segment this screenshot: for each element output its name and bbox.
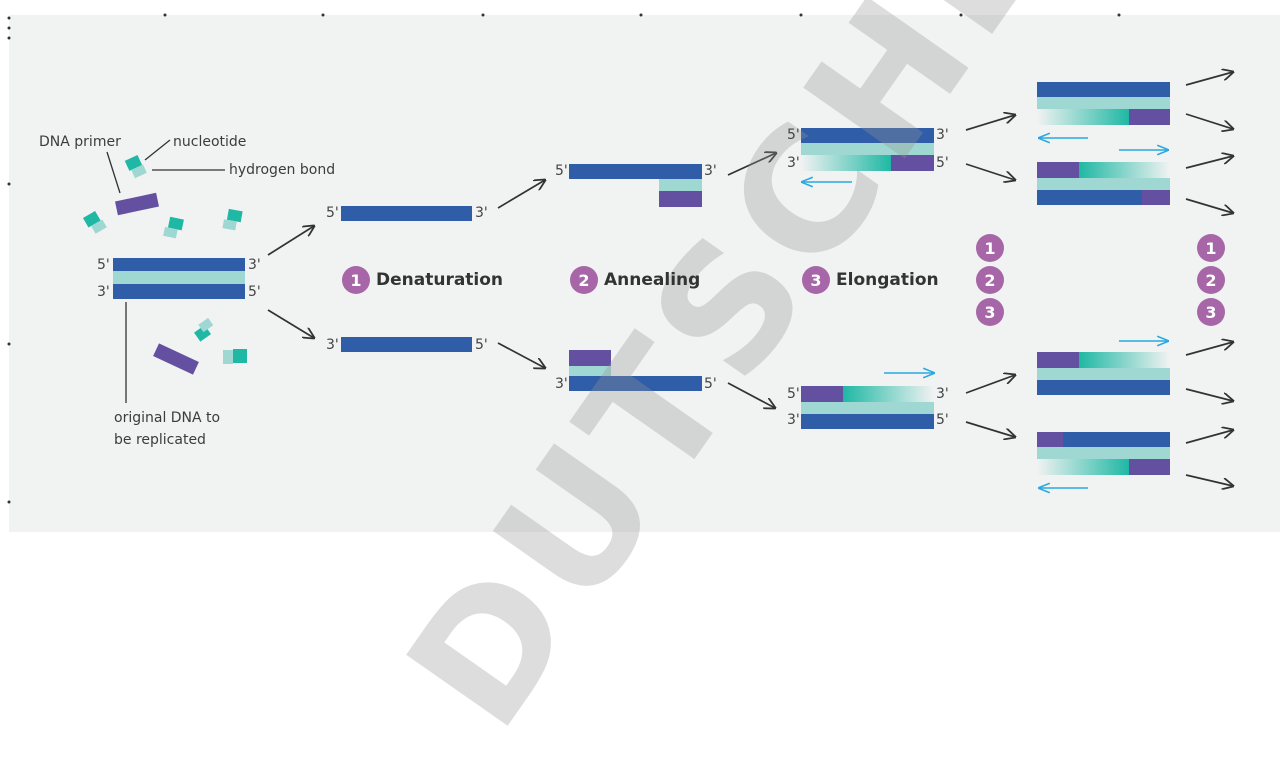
pcr-diagram: DUTSCHER DNA primer nucleotide hydrogen …: [7, 0, 1280, 762]
cycle-badge: 1: [1197, 234, 1225, 262]
corner-dots: [7, 13, 1121, 504]
label-leaders: [106, 139, 225, 403]
end-label: 3': [787, 412, 800, 428]
denatured-bottom-strand: [341, 337, 472, 352]
product-2: [1037, 150, 1170, 205]
end-label: 3': [555, 376, 568, 392]
product-4: [1037, 432, 1170, 488]
end-label: 3': [704, 163, 717, 179]
denatured-top-strand: [341, 206, 472, 221]
end-label: 3': [787, 155, 800, 171]
step-denaturation: 1 Denaturation: [342, 266, 503, 294]
end-label: 3': [936, 127, 949, 143]
end-label: 5': [704, 376, 717, 392]
cycle-badge: 3: [1197, 298, 1225, 326]
step-number-badge: 1: [342, 266, 370, 294]
elongation-top: [801, 128, 934, 182]
elongation-bottom: [801, 373, 934, 429]
step-elongation: 3 Elongation: [802, 266, 939, 294]
original-dna-label-line2: be replicated: [114, 432, 206, 448]
end-label: 5': [787, 127, 800, 143]
end-label: 5': [936, 155, 949, 171]
original-dna: [113, 258, 245, 299]
cycle-badge: 1: [976, 234, 1004, 262]
cycle-badge: 2: [1197, 266, 1225, 294]
end-label: 3': [248, 257, 261, 273]
end-label: 5': [326, 205, 339, 221]
end-label: 5': [936, 412, 949, 428]
end-label: 5': [248, 284, 261, 300]
end-label: 3': [326, 337, 339, 353]
product-3: [1037, 341, 1170, 395]
end-label: 3': [475, 205, 488, 221]
nucleotide-label: nucleotide: [173, 134, 247, 150]
end-label: 5': [787, 386, 800, 402]
dna-primer-label: DNA primer: [39, 134, 121, 150]
end-label: 3': [97, 284, 110, 300]
hydrogen-bond-label: hydrogen bond: [229, 162, 336, 178]
step-annealing: 2 Annealing: [570, 266, 700, 294]
product-1: [1037, 82, 1170, 138]
nucleotides: [82, 155, 247, 364]
end-label: 5': [475, 337, 488, 353]
step-label: Denaturation: [376, 270, 504, 290]
step-number-badge: 2: [570, 266, 598, 294]
pcr-diagram-graphics: [7, 13, 1280, 532]
annealed-top: [569, 164, 702, 207]
original-dna-label-line1: original DNA to: [114, 410, 221, 426]
flow-arrows: [267, 72, 1233, 486]
end-label: 5': [97, 257, 110, 273]
cycle-badge: 2: [976, 266, 1004, 294]
end-label: 5': [555, 163, 568, 179]
cycle-badge: 3: [976, 298, 1004, 326]
annealed-bottom: [569, 350, 702, 391]
step-number-badge: 3: [802, 266, 830, 294]
step-label: Annealing: [604, 270, 701, 290]
primers: [115, 192, 199, 375]
end-label: 3': [936, 386, 949, 402]
step-label: Elongation: [836, 270, 939, 290]
